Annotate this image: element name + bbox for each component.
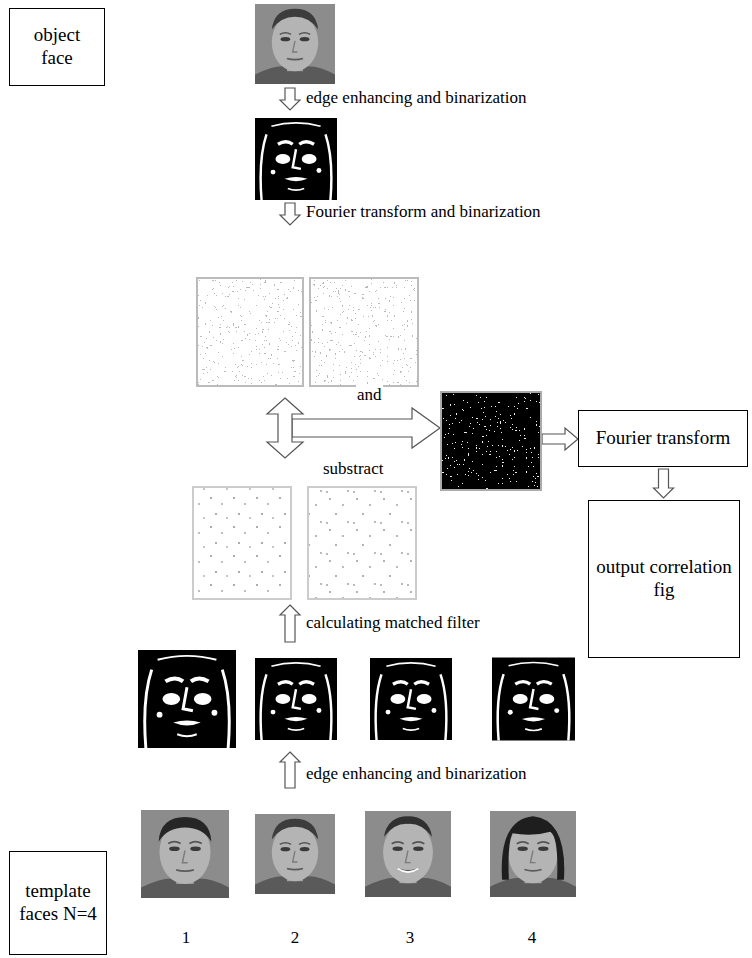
box-text: template faces N=4 — [16, 880, 100, 926]
hollow-arrow — [280, 88, 300, 110]
matched-filter — [308, 487, 416, 599]
spectrum-frame — [310, 278, 418, 386]
object-photo — [255, 4, 335, 84]
object-photo — [255, 4, 335, 84]
matched-filter — [193, 487, 291, 599]
binarized-face — [255, 658, 337, 740]
hollow-arrow — [280, 605, 300, 642]
template-photo — [365, 811, 451, 897]
template-number: 4 — [527, 928, 538, 948]
double-arrow — [267, 398, 303, 458]
template-photo — [255, 814, 335, 894]
step-label: calculating matched filter — [305, 613, 481, 633]
product-spectrum — [441, 392, 541, 490]
matched-filter — [193, 487, 416, 599]
box-text: output correlation fig — [595, 556, 733, 602]
output-box: output correlation fig — [588, 500, 740, 658]
spectrum-frame — [197, 278, 303, 386]
step-label: edge enhancing and binarization — [305, 764, 527, 784]
binarized-face — [492, 658, 575, 741]
binarized-face — [138, 650, 236, 748]
fourier-spectrum — [197, 278, 541, 490]
spectrum-frame — [441, 392, 541, 490]
template-photo — [141, 810, 229, 898]
block-arrow — [654, 469, 674, 498]
template-photo — [490, 811, 576, 897]
fourier-spectrum — [197, 278, 303, 386]
hollow-arrow — [280, 752, 300, 788]
fourier-spectrum — [310, 278, 418, 386]
process-box: Fourier transform — [578, 410, 748, 467]
binarized-face — [370, 658, 452, 740]
box-text: object face — [16, 24, 98, 70]
template-number: 2 — [290, 928, 301, 948]
binarized-face — [255, 118, 337, 200]
input-box: template faces N=4 — [9, 851, 107, 955]
template-number: 3 — [405, 928, 416, 948]
step-label: Fourier transform and binarization — [305, 202, 542, 222]
box-text: Fourier transform — [596, 427, 731, 450]
hollow-arrow — [542, 428, 578, 450]
template-number: 1 — [181, 928, 192, 948]
step-label: edge enhancing and binarization — [305, 88, 527, 108]
template-photo — [141, 810, 576, 898]
input-box: object face — [9, 8, 105, 86]
hollow-arrow — [280, 203, 300, 225]
hollow-arrow — [292, 408, 440, 448]
operation-label: substract — [322, 459, 384, 479]
operation-label: and — [356, 385, 383, 405]
binarized-face — [138, 118, 575, 748]
